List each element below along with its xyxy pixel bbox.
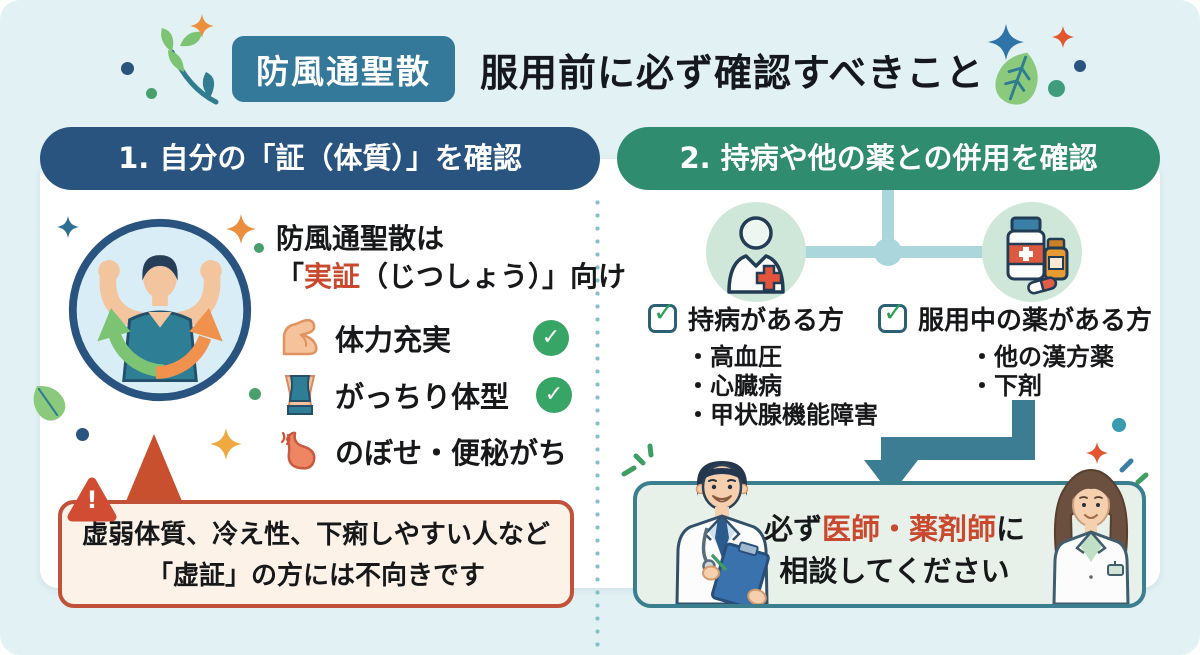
check-icon: ✓ [533,320,569,356]
list-item: ・甲状腺機能障害 [686,401,878,429]
emphasis-dashes-icon [1119,458,1149,485]
condition-list: ・高血圧 ・心臓病 ・甲状腺機能障害 [686,343,878,430]
condition-group-title: ✓ 持病がある方 [648,297,844,337]
intro-line-1: 防風通聖散は [276,222,445,255]
consult-line-2: 相談してください [779,554,1010,588]
medication-list: ・他の漢方薬 ・下剤 [970,343,1114,401]
sparkle-icon [1086,442,1108,464]
jissho-highlight: 実証 [304,260,361,293]
dot-decoration [1074,60,1086,72]
trait-label: のぼせ・便秘がち [335,436,568,470]
exclamation-mark: ! [86,486,98,514]
intro-line-2: 「実証（じつしょう）」向け [276,260,627,293]
dot-decoration [76,428,89,441]
list-item: ・心臓病 [686,372,782,400]
page-title: 服用前に必ず確認すべきこと [480,51,985,95]
emphasis-dashes-icon [621,443,654,477]
dot-decoration [146,88,157,99]
stomach-icon [280,431,316,470]
pointer-triangle [124,434,184,506]
sparkle-icon [57,216,79,238]
sparkle-icon [1052,26,1074,48]
caution-box: 虚弱体質、冷え性、下痢しやすい人など 「虚証」の方には不向きです [58,500,574,608]
left-section-header: 1. 自分の「証（体質）」を確認 [40,127,600,190]
medication-group-title: ✓ 服用中の薬がある方 [878,297,1152,337]
female-pharmacist-illustration [1052,468,1130,604]
suitability-intro: 防風通聖散は 「実証（じつしょう）」向け [276,220,626,296]
check-icon: ✓ [536,377,572,413]
caution-line-1: 虚弱体質、冷え性、下痢しやすい人など [82,520,550,550]
caution-line-2: 「虚証」の方には不向きです [146,561,485,591]
sparkle-icon [226,214,256,244]
sparkle-icon [988,24,1024,60]
elbow-arrow-icon [864,400,1035,495]
dot-decoration [249,388,261,400]
dotted-divider [595,196,600,648]
sparkle-icon [190,14,214,38]
trait-label: がっちり体型 [335,380,510,414]
trait-label: 体力充実 [335,323,452,357]
trait-row: がっちり体型 [278,372,509,418]
male-doctor-illustration [675,461,770,604]
medicines-icon [982,202,1082,302]
checkbox-icon: ✓ [648,297,677,333]
dot-decoration [1048,80,1065,97]
consult-line-1: 必ず医師・薬剤師に [763,512,1026,546]
dot-decoration [121,62,134,75]
patient-icon [706,202,806,302]
leaf-icon [995,52,1038,105]
dot-decoration [254,243,264,253]
trait-row: 体力充実 [278,315,451,361]
product-name-badge: 防風通聖散 [232,36,455,102]
consult-message: 必ず医師・薬剤師に 相談してください [752,508,1037,592]
checkbox-icon: ✓ [878,297,907,333]
flexed-biceps-icon [282,318,318,356]
right-section-header: 2. 持病や他の薬との併用を確認 [617,127,1160,190]
muscular-man-illustration [68,218,252,402]
list-item: ・高血圧 [686,343,782,371]
list-item: ・下剤 [970,372,1042,400]
list-item: ・他の漢方薬 [970,343,1114,371]
dot-decoration [1112,418,1126,432]
sparkle-icon [210,428,242,460]
leaf-icon [33,385,66,421]
warning-triangle-icon [67,477,117,522]
trait-row: のぼせ・便秘がち [278,428,567,474]
leaf-branch-icon [161,28,219,105]
torso-icon [284,375,316,415]
doctor-pharmacist-highlight: 医師・薬剤師 [821,512,996,546]
